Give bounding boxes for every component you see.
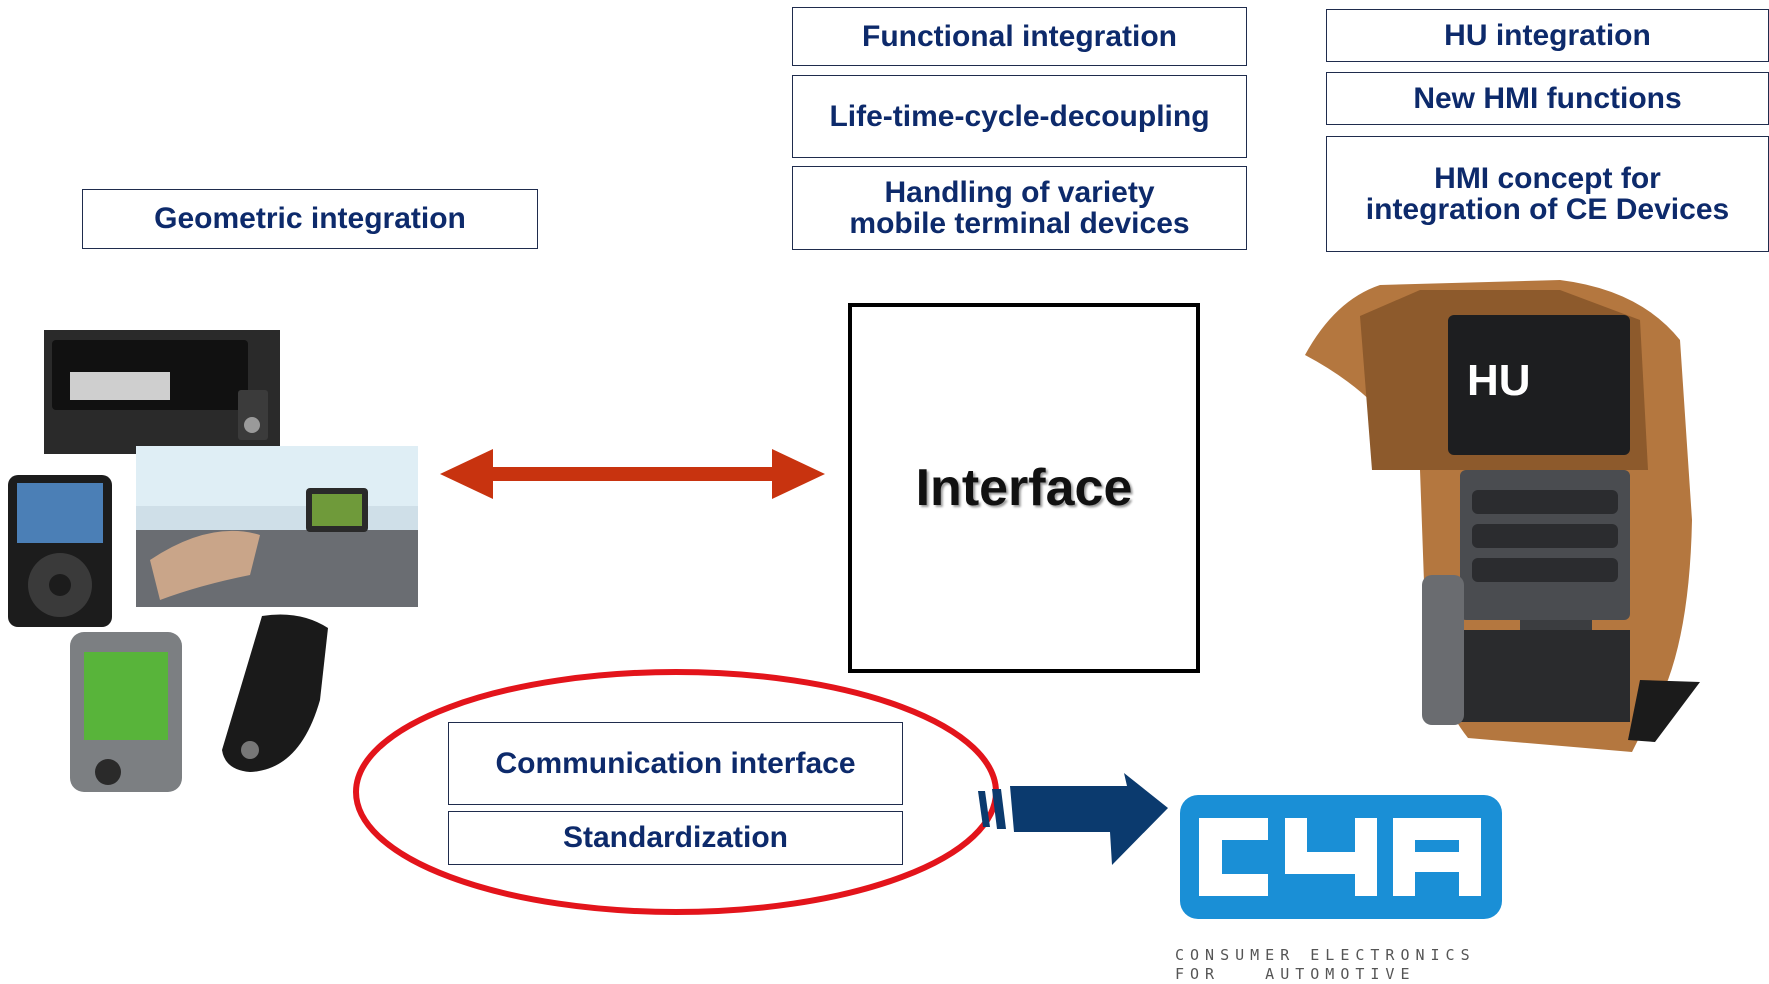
hu-integration-box: HU integration	[1326, 9, 1769, 62]
lifetime-decoupling-label: Life-time-cycle-decoupling	[829, 99, 1210, 133]
head-unit-label: HU	[1467, 356, 1531, 405]
hu-integration-label: HU integration	[1444, 18, 1651, 52]
interface-box: Interface	[848, 303, 1200, 673]
functional-integration-label: Functional integration	[862, 19, 1177, 53]
variety-handling-box: Handling of variety mobile terminal devi…	[792, 166, 1247, 250]
block-arrow	[978, 773, 1168, 865]
music-player-photo	[8, 475, 112, 627]
lifetime-decoupling-box: Life-time-cycle-decoupling	[792, 75, 1247, 158]
interface-label: Interface	[915, 459, 1133, 517]
pda-photo	[70, 632, 182, 792]
hmi-concept-box: HMI concept for integration of CE Device…	[1326, 136, 1769, 252]
c4a-logo: C4A	[1180, 795, 1502, 919]
car-navigation-photo	[136, 446, 418, 607]
new-hmi-functions-box: New HMI functions	[1326, 72, 1769, 125]
new-hmi-functions-label: New HMI functions	[1413, 81, 1682, 115]
functional-integration-box: Functional integration	[792, 7, 1247, 66]
c4a-subtitle-line1: CONSUMER ELECTRONICS	[1175, 946, 1476, 964]
variety-handling-line2: mobile terminal devices	[849, 207, 1190, 240]
hmi-concept-line2: integration of CE Devices	[1365, 193, 1730, 226]
standardization-box: Standardization	[448, 811, 903, 865]
bidirectional-arrow	[440, 449, 825, 499]
head-unit-console: HU	[1305, 280, 1700, 752]
device-slot-photo	[44, 330, 280, 454]
geometric-integration-label: Geometric integration	[154, 202, 466, 236]
mobile-devices-collage	[8, 330, 418, 792]
c4a-subtitle-line2: FOR AUTOMOTIVE	[1175, 965, 1416, 983]
variety-handling-line1: Handling of variety	[884, 175, 1155, 209]
hmi-concept-line1: HMI concept for	[1434, 161, 1661, 195]
c4a-wordmark: C4A	[1340, 808, 1342, 811]
geometric-integration-box: Geometric integration	[82, 189, 538, 249]
communication-interface-box: Communication interface	[448, 722, 903, 805]
phone-cradle-photo	[222, 614, 328, 772]
communication-interface-label: Communication interface	[495, 746, 856, 780]
standardization-label: Standardization	[562, 821, 788, 855]
